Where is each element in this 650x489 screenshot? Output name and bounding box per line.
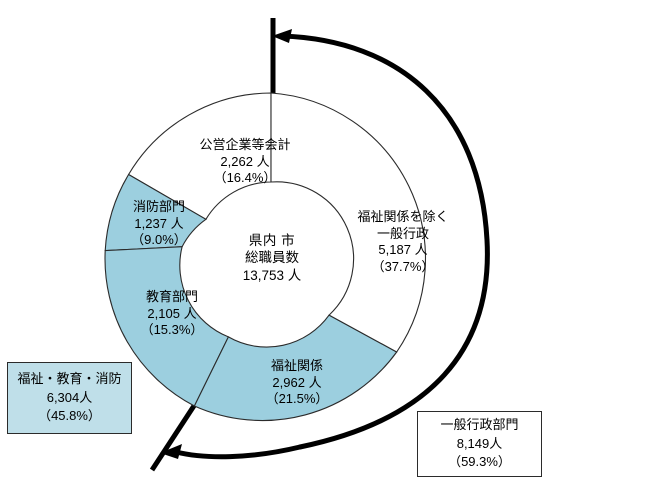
callout-percent: （59.3%） <box>448 454 511 470</box>
slice-general-admin[interactable] <box>270 92 426 353</box>
callout-name: 福祉・教育・消防 <box>17 371 122 387</box>
callout-general-administration[interactable]: 一般行政部門 8,149人 （59.3%） <box>417 411 542 477</box>
callout-name: 一般行政部門 <box>440 417 519 433</box>
slice-public-enterprise[interactable] <box>127 92 272 221</box>
slice-welfare[interactable] <box>193 314 398 422</box>
callout-value: 8,149人 <box>456 435 503 451</box>
callout-welfare-education-fire[interactable]: 福祉・教育・消防 6,304人 （45.8%） <box>7 362 132 434</box>
donut-slices <box>104 92 426 422</box>
callout-value: 6,304人 <box>46 389 93 405</box>
callout-percent: （45.8%） <box>38 408 101 424</box>
